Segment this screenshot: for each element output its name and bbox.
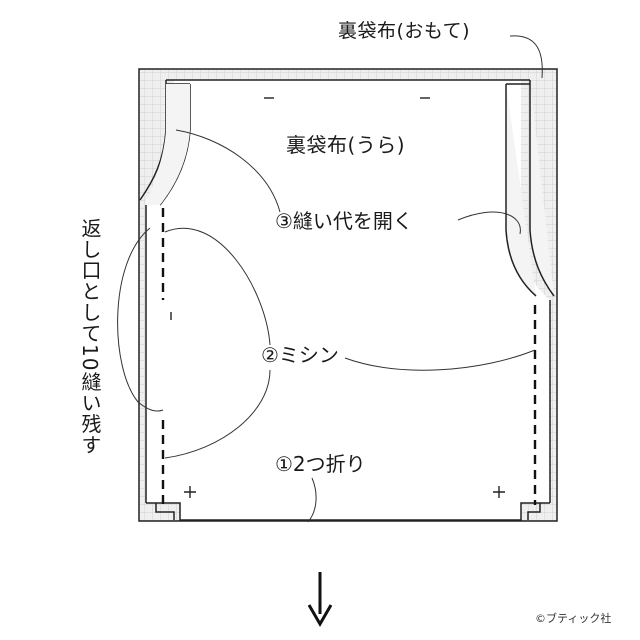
inner-fabric-region xyxy=(146,80,550,520)
bottom-hem xyxy=(146,502,550,521)
plus-mark xyxy=(493,486,505,498)
copyright-label: ©ブティック社 xyxy=(535,612,612,625)
outer-fabric-label: 裏袋布(おもて) xyxy=(338,20,471,42)
leader-step3-left xyxy=(175,129,281,213)
step1-label: ①2つ折り xyxy=(275,452,366,476)
inner-fabric-label: 裏袋布(うら) xyxy=(286,133,406,157)
leader-step1 xyxy=(307,477,317,523)
opening-label: 返し口として10縫い残す xyxy=(78,218,102,456)
left-seam-fill xyxy=(146,84,190,205)
down-arrow-icon xyxy=(307,572,333,627)
leader-step2-left-top xyxy=(164,227,271,346)
step2-label: ②ミシン xyxy=(261,343,339,367)
step3-label: ③縫い代を開く xyxy=(275,209,413,233)
leader-step2-left-bottom xyxy=(164,369,271,459)
leader-step2-right xyxy=(344,349,536,371)
leader-step3-right xyxy=(457,211,521,235)
plus-mark xyxy=(184,486,196,498)
leader-opening xyxy=(117,227,164,412)
leader-outer-fabric xyxy=(509,35,543,79)
right-seam-allowance xyxy=(505,80,555,297)
